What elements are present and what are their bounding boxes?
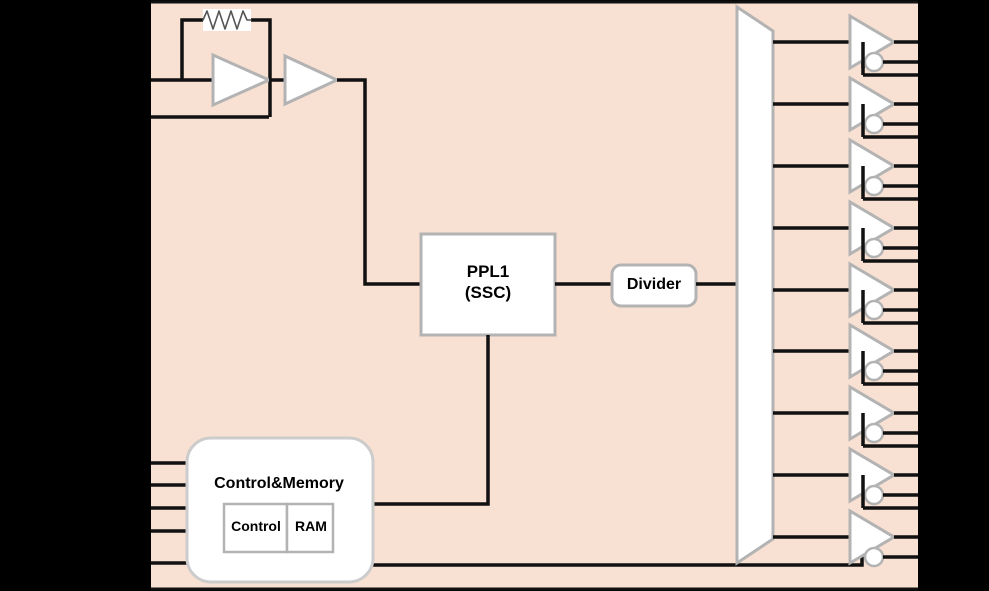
fanout-branch-wires	[773, 40, 850, 539]
driver-bubble-6	[863, 360, 885, 382]
driver-bubble-9	[863, 546, 885, 568]
driver-bubble-3	[863, 175, 885, 197]
output-driver-4[interactable]	[848, 199, 918, 263]
resistor-zigzag-icon	[202, 10, 252, 30]
wire-control-to-pll	[373, 335, 490, 506]
oscillator-feedback-net	[180, 18, 272, 117]
divider-block[interactable]	[610, 263, 698, 308]
feedback-wire-left	[180, 18, 205, 80]
output-driver-2[interactable]	[848, 75, 918, 139]
die-outline	[151, 0, 918, 591]
pll-block[interactable]	[419, 232, 557, 337]
wire-buffer-to-pll	[337, 78, 421, 286]
driver-bubble-2	[863, 113, 885, 135]
feedback-wire-right	[249, 18, 272, 117]
driver-bubble-1	[863, 51, 885, 73]
driver-bubble-8	[863, 484, 885, 506]
output-driver-8[interactable]	[848, 446, 918, 510]
oscillator-buffer	[283, 53, 341, 107]
driver-bubble-4	[863, 237, 885, 259]
output-drivers	[848, 13, 918, 568]
control-subblock[interactable]	[222, 502, 289, 554]
output-driver-1[interactable]	[848, 13, 918, 77]
driver-bubble-7	[863, 422, 885, 444]
output-driver-6[interactable]	[848, 322, 918, 386]
feedback-resistor-symbol	[202, 9, 252, 31]
output-driver-5[interactable]	[848, 261, 918, 325]
fanout-block[interactable]	[735, 4, 775, 566]
output-driver-3[interactable]	[848, 137, 918, 201]
oscillator-amplifier	[211, 52, 273, 108]
ram-subblock[interactable]	[285, 502, 335, 554]
driver-bubble-5	[863, 299, 885, 321]
output-driver-9[interactable]	[848, 508, 918, 568]
output-driver-7[interactable]	[848, 384, 918, 448]
